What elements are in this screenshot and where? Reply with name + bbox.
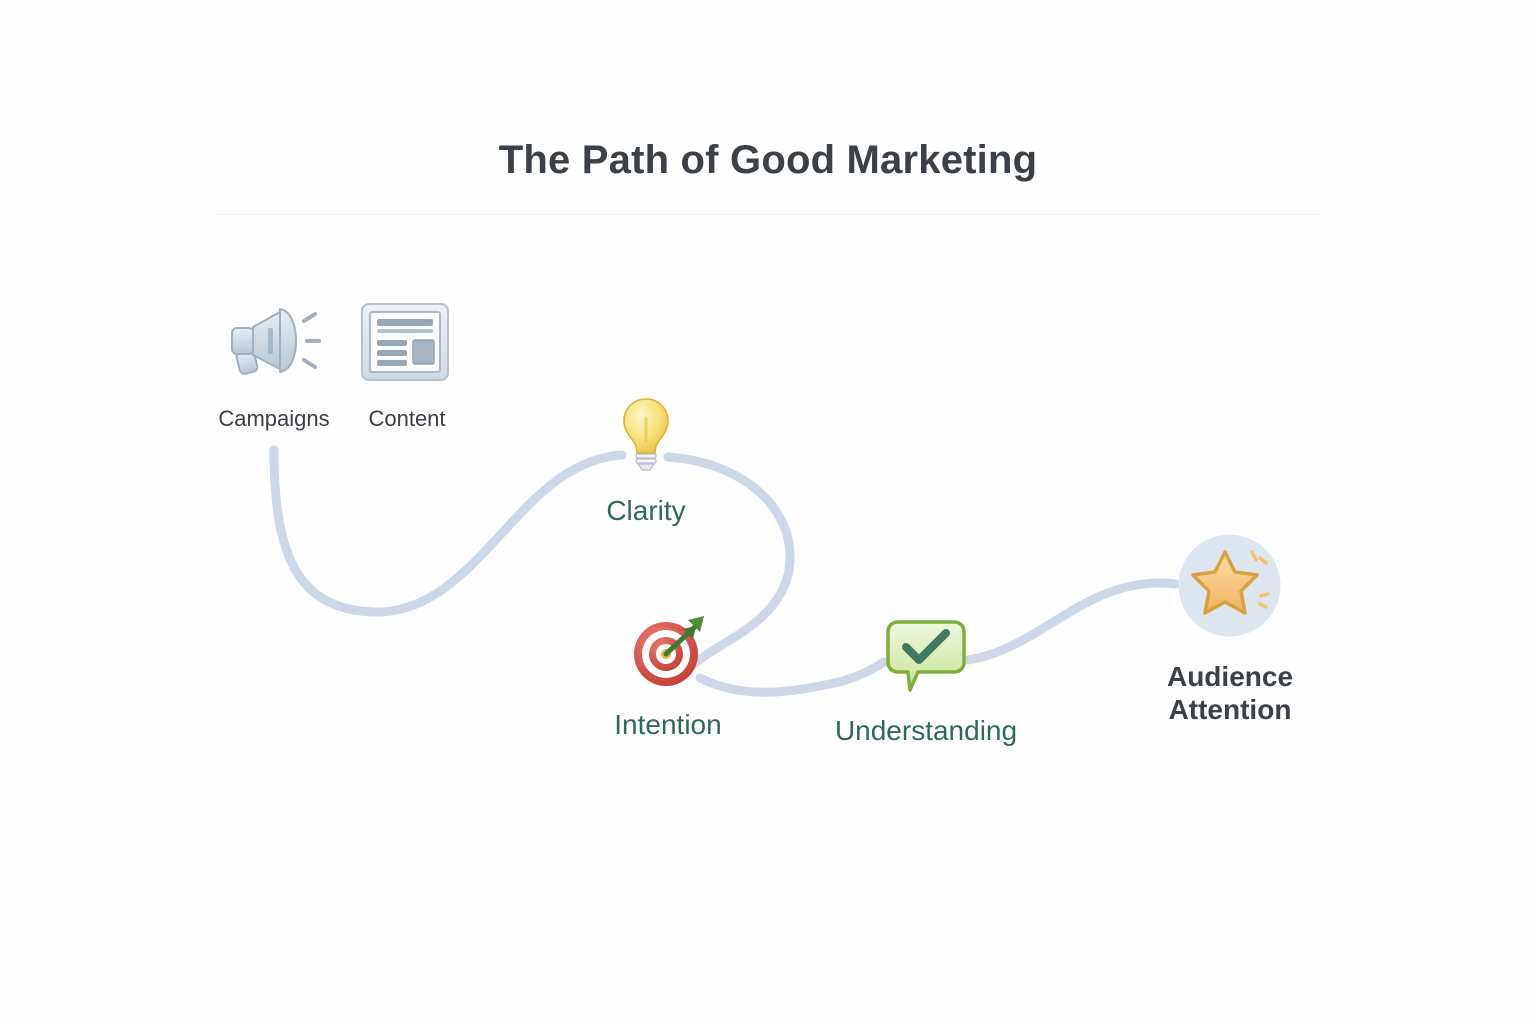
node-label-campaigns: Campaigns [218, 406, 330, 431]
node-label-content: Content [368, 406, 446, 431]
star-badge-icon [1178, 534, 1281, 637]
path-segment-intention-to-understanding [695, 657, 889, 697]
node-campaigns[interactable]: Campaigns [214, 296, 334, 456]
node-label-clarity: Clarity [606, 495, 686, 526]
node-label-audience-attention: Audience Attention [1166, 661, 1294, 726]
article-document-icon [357, 298, 453, 386]
megaphone-icon [224, 296, 324, 388]
node-intention[interactable]: Intention [614, 610, 722, 770]
page-title: The Path of Good Marketing [498, 138, 1038, 182]
lightbulb-icon [619, 396, 673, 474]
path-segment-sources-to-clarity [269, 445, 627, 617]
node-understanding[interactable]: Understanding [835, 618, 1017, 778]
node-label-intention: Intention [614, 709, 722, 740]
title-divider [215, 214, 1320, 215]
node-content[interactable]: Content [352, 296, 462, 456]
target-dart-icon [626, 610, 710, 694]
speech-bubble-check-icon [884, 618, 968, 694]
node-audience-attention[interactable]: Audience Attention [1130, 534, 1330, 754]
node-clarity[interactable]: Clarity [598, 396, 694, 546]
node-label-understanding: Understanding [834, 715, 1018, 746]
